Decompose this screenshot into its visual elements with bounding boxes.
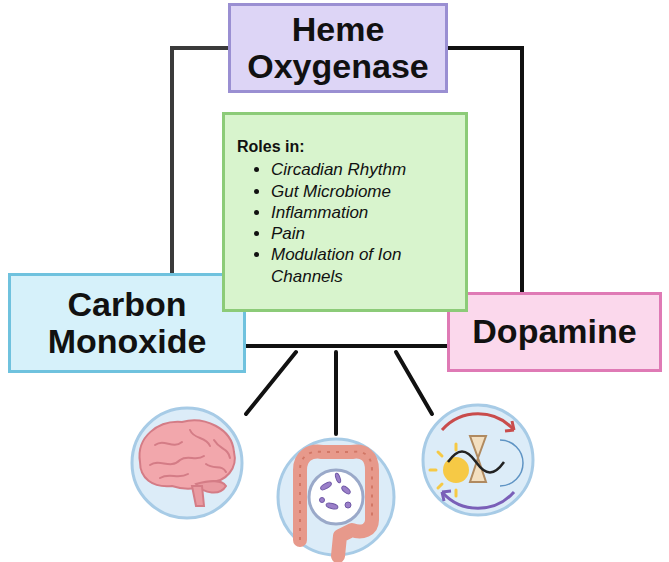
box-label: Carbon Monoxide [11,286,243,361]
molecule-box: Dopamine [447,292,662,372]
box-label: Heme Oxygenase [231,11,445,86]
list-heading: Roles in: [237,137,305,157]
role-item: Inflammation [271,202,453,223]
brain-icon [132,408,242,518]
role-item: Pain [271,223,453,244]
role-list: Circadian RhythmGut MicrobiomeInflammati… [237,159,453,287]
roles-box: Roles in:Circadian RhythmGut MicrobiomeI… [222,112,468,312]
circadian-rhythm-icon [423,405,533,515]
role-item: Modulation of Ion Channels [271,244,453,287]
role-item: Circadian Rhythm [271,159,453,180]
role-item: Gut Microbiome [271,181,453,202]
box-label: Dopamine [472,313,636,350]
leader-lines [246,352,432,434]
gut-microbiome-icon [278,439,394,556]
connector-line [246,344,447,348]
molecule-box: Carbon Monoxide [8,273,246,373]
enzyme-box: Heme Oxygenase [228,3,448,93]
connector-line [172,48,228,273]
